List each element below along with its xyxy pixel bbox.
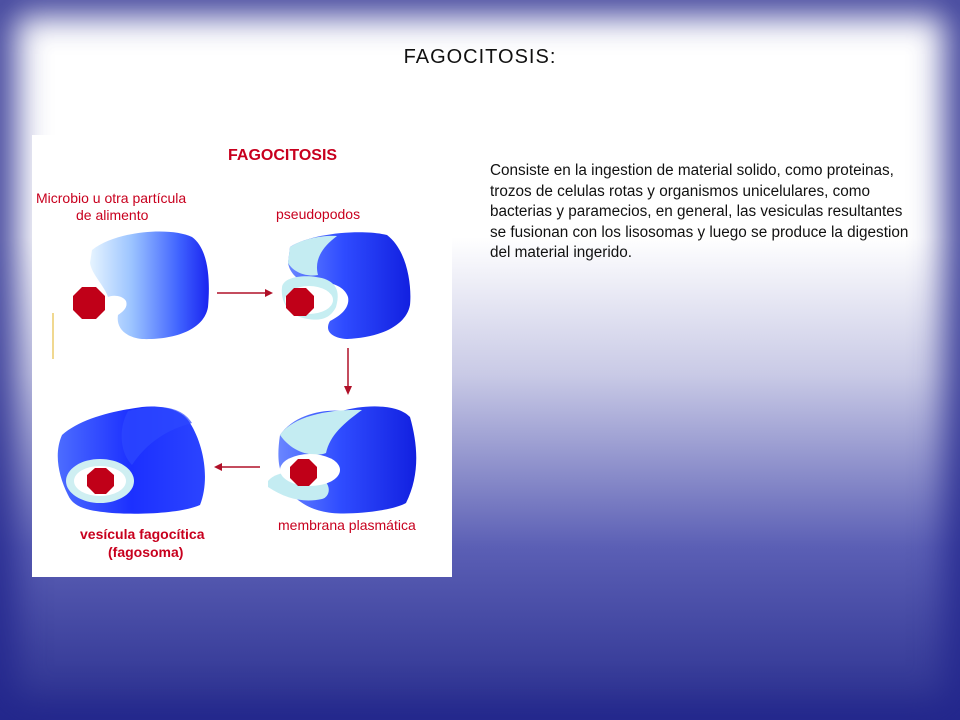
arrow-left xyxy=(214,463,260,471)
label-microbe-line1: Microbio u otra partícula xyxy=(36,190,186,206)
arrow-right xyxy=(217,289,273,297)
label-membrana: membrana plasmática xyxy=(278,517,416,533)
arrow-down xyxy=(344,348,352,395)
stage1-cell xyxy=(90,231,209,340)
stage2-cell xyxy=(281,232,411,339)
label-vesicula-line2: (fagosoma) xyxy=(108,544,183,560)
stage1-particle xyxy=(73,287,105,319)
label-microbe-line2: de alimento xyxy=(76,207,149,223)
stage4-particle xyxy=(87,468,114,494)
description-text: Consiste en la ingestion de material sol… xyxy=(490,162,909,262)
stage3-cell xyxy=(268,406,417,514)
label-pseudopodos: pseudopodos xyxy=(276,206,360,222)
stage3-particle xyxy=(290,459,317,486)
phagocytosis-diagram: FAGOCITOSIS Microbio u otra partícula de… xyxy=(32,135,452,577)
stage4-cell xyxy=(57,406,205,514)
slide-title: FAGOCITOSIS: xyxy=(403,46,557,68)
label-vesicula-line1: vesícula fagocítica xyxy=(80,526,205,542)
diagram-heading: FAGOCITOSIS xyxy=(228,147,337,164)
stage2-particle xyxy=(286,288,314,316)
